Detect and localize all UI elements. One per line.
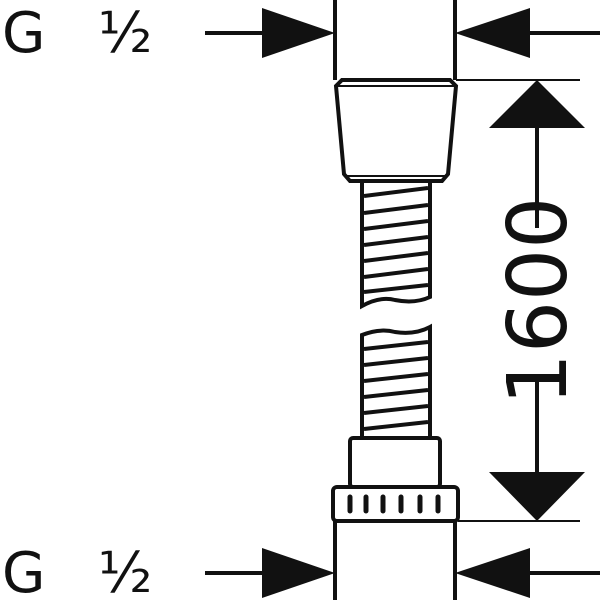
bottom-thread-letter: G <box>2 541 45 600</box>
arrow-left-icon <box>455 8 530 58</box>
top-thread-size: ½ <box>98 1 152 66</box>
hose-ferrule <box>348 436 442 489</box>
arrow-right-icon <box>262 8 335 58</box>
length-dimension: 1600 <box>456 79 586 522</box>
bottom-thread-size: ½ <box>98 541 152 600</box>
arrow-right-icon <box>262 548 335 598</box>
top-nut <box>333 78 459 183</box>
arrow-left-icon <box>455 548 530 598</box>
arrow-down-icon <box>489 472 585 521</box>
arrow-up-icon <box>489 80 585 128</box>
length-value: 1600 <box>491 197 586 406</box>
hose-upper <box>360 182 432 310</box>
top-width-dimension <box>205 0 600 80</box>
top-thread-letter: G <box>2 1 45 66</box>
hose-lower <box>360 323 432 437</box>
bottom-width-dimension <box>205 521 600 600</box>
swivel-ring <box>331 485 460 523</box>
